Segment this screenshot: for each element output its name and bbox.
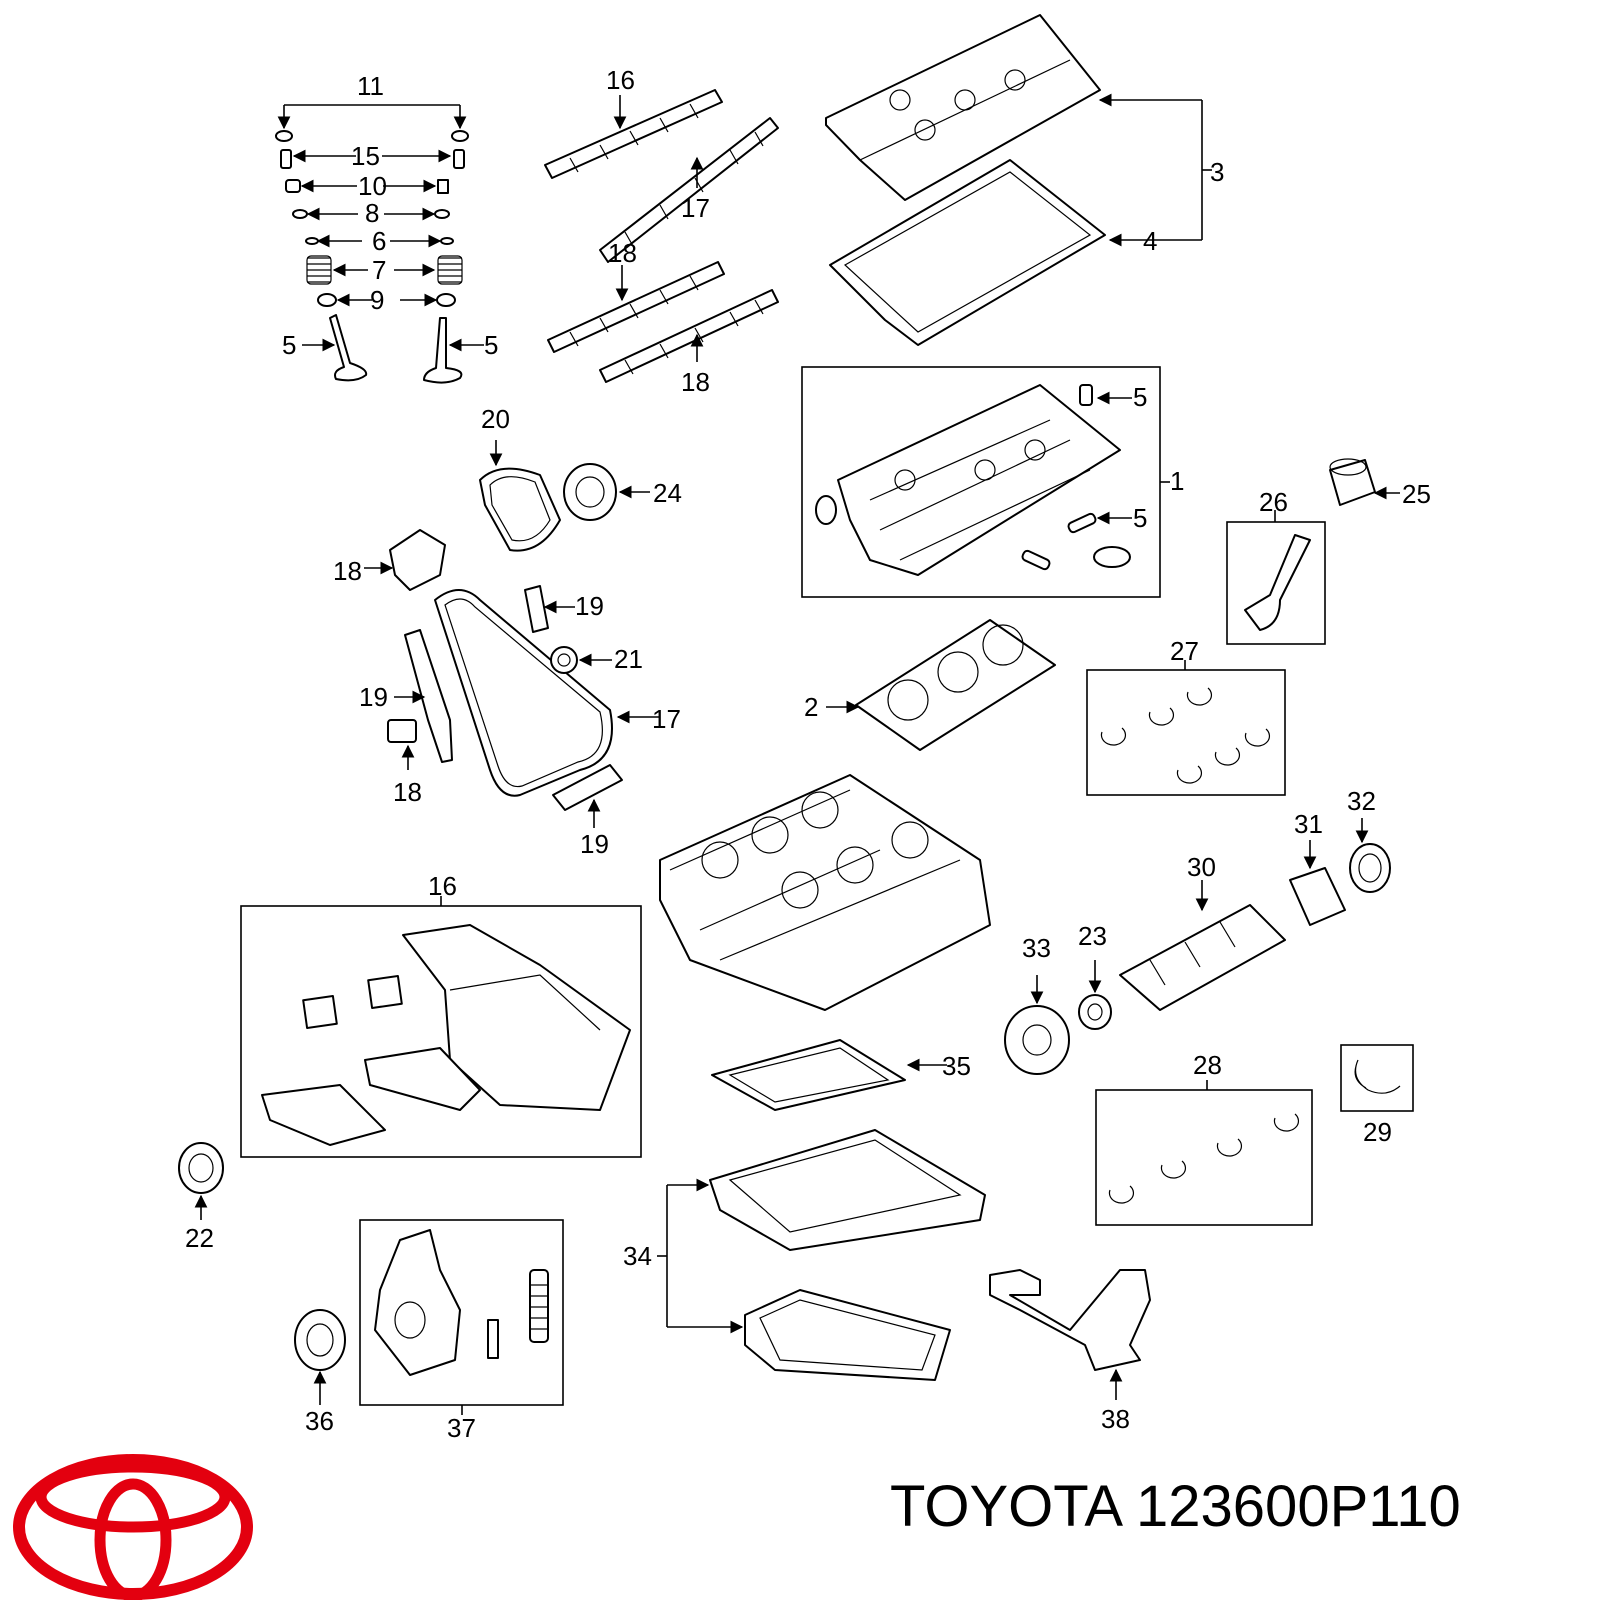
callout-7: 5	[282, 330, 296, 360]
part-caption: TOYOTA 123600P110	[890, 1475, 1461, 1539]
callout-21: 21	[614, 644, 643, 674]
callout-17: 17	[652, 704, 681, 734]
callout-15-b: 17	[681, 193, 710, 223]
callout-26: 26	[1259, 487, 1288, 517]
callout-15-a: 16	[606, 65, 635, 95]
callout-20: 20	[481, 404, 510, 434]
callout-13: 11	[357, 71, 384, 101]
callout-15-c: 18	[608, 238, 637, 268]
callout-34: 34	[623, 1241, 652, 1271]
callout-2: 2	[804, 692, 818, 722]
oil-pan-parts	[657, 1039, 986, 1381]
toyota-logo	[13, 1454, 253, 1600]
crankshaft-assembly	[1004, 818, 1391, 1075]
callout-18-a: 18	[333, 556, 362, 586]
valve-cover	[825, 14, 1212, 346]
callout-36: 36	[305, 1406, 334, 1436]
callout-19-a: 19	[575, 591, 604, 621]
callout-32: 32	[1347, 786, 1376, 816]
callout-5-a: 5	[1133, 382, 1147, 412]
callout-19-b: 19	[359, 682, 388, 712]
timing-parts	[364, 440, 660, 828]
callout-18-b: 18	[393, 777, 422, 807]
callout-15-d: 18	[681, 367, 710, 397]
brand-name: TOYOTA	[890, 1474, 1120, 1539]
callout-27: 27	[1170, 636, 1199, 666]
callout-19-c: 19	[580, 829, 609, 859]
callout-9: 7	[372, 255, 386, 285]
callout-14: 15	[351, 141, 380, 171]
oil-pump-parts	[178, 1142, 1151, 1415]
callout-1: 1	[1170, 466, 1184, 496]
callout-24: 24	[653, 478, 682, 508]
callout-8: 6	[372, 226, 386, 256]
callout-33: 33	[1022, 933, 1051, 963]
camshafts	[544, 89, 779, 383]
part-number: 123600P110	[1136, 1474, 1461, 1539]
callout-5-b: 5	[1133, 503, 1147, 533]
callout-22: 22	[185, 1223, 214, 1253]
timing-cover-kit	[240, 896, 642, 1158]
callout-16: 16	[428, 871, 457, 901]
callout-37: 37	[447, 1413, 476, 1443]
cylinder-head-kit	[801, 366, 1170, 598]
logo-horizontal-ring	[35, 1461, 231, 1533]
callout-6: 5	[484, 330, 498, 360]
callout-10: 8	[365, 198, 379, 228]
bearing-set-27	[1086, 660, 1286, 796]
piston-and-rod	[1226, 458, 1400, 645]
logo-vertical-ring	[94, 1478, 172, 1600]
callout-30: 30	[1187, 852, 1216, 882]
head-gasket	[826, 619, 1056, 751]
bearing-set-28	[1095, 1044, 1414, 1226]
valve-train-parts	[275, 104, 484, 384]
callout-31: 31	[1294, 809, 1323, 839]
callout-25: 25	[1402, 479, 1431, 509]
callout-23: 23	[1078, 921, 1107, 951]
callout-4: 4	[1143, 226, 1157, 256]
engine-block	[659, 774, 991, 1011]
callout-35: 35	[942, 1051, 971, 1081]
callout-12: 10	[358, 171, 387, 201]
callout-29: 29	[1363, 1117, 1392, 1147]
callout-11: 9	[370, 285, 384, 315]
callout-labels: 11 15 10 8 6 7 9 5 5 16 17 18 18 3 4 5 1…	[185, 65, 1431, 1443]
callout-3: 3	[1210, 157, 1224, 187]
callout-38: 38	[1101, 1404, 1130, 1434]
callout-28: 28	[1193, 1050, 1222, 1080]
